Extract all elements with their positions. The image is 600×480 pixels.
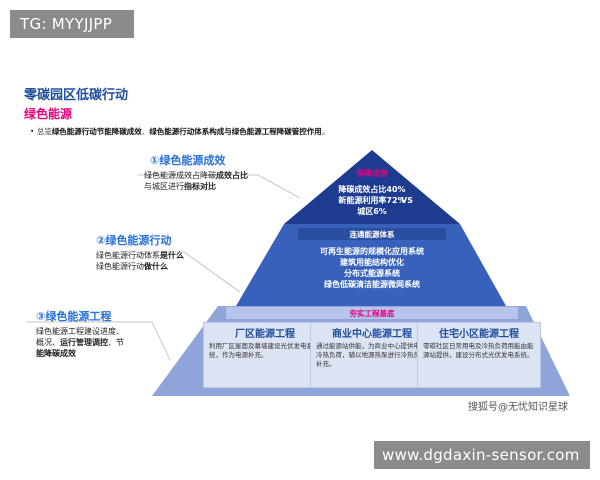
top-line-3: 城区6% [357, 207, 387, 216]
middle-line-4: 绿色低碳清洁能源微网系统 [324, 280, 420, 289]
bullet-bold-1: 绿色能源行动节能降碳成效 [51, 127, 142, 136]
watermark-top-left: TG: MYYJJPP [10, 10, 134, 38]
section-3-line3-bold: 能降碳成效 [36, 349, 76, 358]
section-2-line2: 绿色能源行动 [96, 262, 144, 271]
top-line-1: 降碳成效占比40% [338, 185, 406, 194]
pyramid-middle-layer [236, 224, 506, 306]
middle-level-lines: 可再生能源的规模化应用系统 建筑用能结构优化 分布式能源系统 绿色低碳清洁能源微… [282, 246, 462, 290]
section-1-line2-bold: 指标对比 [184, 182, 216, 191]
section-1-line1: 绿色能源成效占降碳 [144, 171, 216, 180]
bullet-pre: 总览 [36, 127, 52, 136]
section-1-title: ①绿色能源成效 [150, 154, 226, 167]
middle-line-1: 可再生能源的规模化应用系统 [320, 247, 424, 256]
top-line-2: 新能源利用率72% [338, 196, 406, 205]
card-residential-energy: 住宅小区能源工程 零碳社区日常用电及冷热负荷用能由能源站提供，建设分布式光伏发电… [417, 322, 541, 388]
page-title: 零碳园区低碳行动 [24, 88, 129, 103]
watermark-bottom-right: www.dgdaxin-sensor.com [374, 441, 590, 469]
section-2-line2-bold: 做什么 [144, 262, 168, 271]
middle-label-bar [298, 228, 446, 240]
connector-line-1 [138, 174, 301, 199]
section-3-line2: 概况、 [36, 338, 60, 347]
section-3-title: ③绿色能源工程 [36, 310, 112, 323]
card-factory-title: 厂区能源工程 [235, 329, 295, 340]
card-commercial-desc: 通过能源站供能，为商业中心提供电、冷热负荷，辅以地源热泵进行冷热负荷补充。 [316, 342, 427, 368]
card-commercial-energy: 商业中心能源工程 通过能源站供能，为商业中心提供电、冷热负荷，辅以地源热泵进行冷… [310, 322, 434, 388]
card-commercial-title: 商业中心能源工程 [332, 329, 412, 340]
card-factory-energy: 厂区能源工程 利用厂区屋面及幕墙建设光伏发电系统，作为电源补充。 [203, 322, 327, 388]
top-level-label: 保障成效 [356, 169, 388, 178]
bullet-post: 。 [321, 127, 330, 136]
section-2-line1-bold: 是什么 [160, 251, 184, 260]
top-level-lines: 降碳成效占比40% 新能源利用率72% 城区6% [322, 184, 422, 217]
middle-line-3: 分布式能源系统 [344, 269, 400, 278]
section-3-line2-post: 、节 [108, 338, 124, 347]
section-3-line1: 绿色能源工程建设进度、 [36, 327, 124, 336]
section-1-desc: 绿色能源成效占降碳成效占比 与城区进行指标对比 [144, 170, 248, 192]
middle-line-2: 建筑用能结构优化 [340, 258, 404, 267]
pyramid-top-layer [284, 150, 460, 224]
section-1-line1-bold: 成效占比 [216, 171, 248, 180]
bottom-level-label: 夯实工程基底 [349, 309, 395, 318]
bottom-label-bar [226, 307, 518, 319]
card-residential-title: 住宅小区能源工程 [439, 329, 519, 340]
section-2-desc: 绿色能源行动体系是什么 绿色能源行动做什么 [96, 250, 184, 272]
connector-line-2 [138, 251, 241, 293]
section-2-title: ②绿色能源行动 [96, 234, 172, 247]
card-residential-desc: 零碳社区日常用电及冷热负荷用能由能源站提供，建设分布式光伏发电系统。 [423, 342, 534, 359]
card-factory-desc: 利用厂区屋面及幕墙建设光伏发电系统，作为电源补充。 [209, 342, 313, 359]
overview-bullet: • 总览绿色能源行动节能降碳成效、绿色能源行动体系构成与绿色能源工程降碳管控作用… [30, 127, 330, 136]
bullet-bold-2: 绿色能源行动体系构成与绿色能源工程降碳管控作用 [149, 127, 322, 136]
bullet-mid: 、 [141, 127, 150, 136]
section-2-line1: 绿色能源行动体系 [96, 251, 160, 260]
section-1-line2: 与城区进行 [144, 182, 184, 191]
middle-level-label: 连通能源体系 [349, 230, 395, 239]
connector-line-3 [26, 321, 171, 361]
section-subtitle: 绿色能源 [24, 107, 73, 121]
section-3-line2-bold: 运行管理调控 [60, 338, 108, 347]
section-3-desc: 绿色能源工程建设进度、 概况、运行管理调控、节 能降碳成效 [36, 326, 124, 359]
source-credit: 搜狐号@无忧知识星球 [468, 402, 568, 413]
top-vs-label: VS [401, 196, 413, 205]
